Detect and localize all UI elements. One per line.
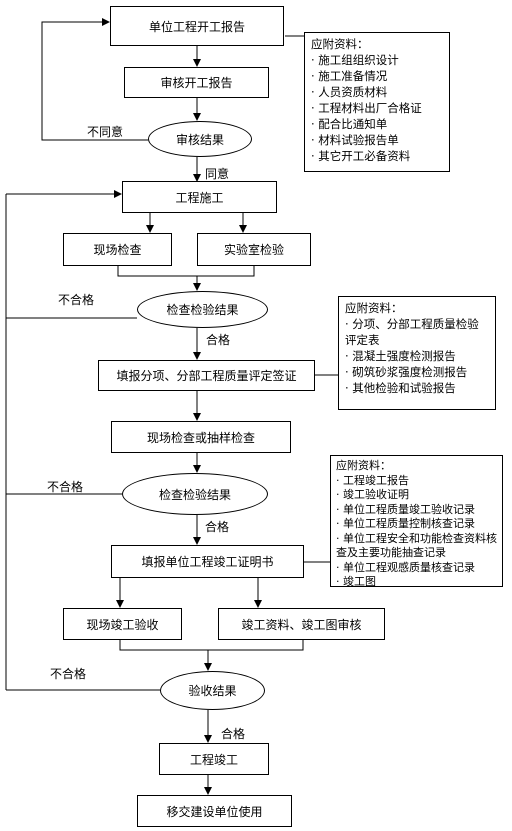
label-fail-3: 不合格	[50, 667, 87, 681]
box-site-inspection: 现场检查	[63, 233, 172, 266]
box-fill-certificate: 填报单位工程竣工证明书	[111, 545, 304, 578]
box-construction: 工程施工	[122, 181, 277, 213]
box-review-report: 审核开工报告	[124, 67, 269, 98]
note-item: · 工程竣工报告	[336, 473, 409, 487]
box-start-report: 单位工程开工报告	[110, 6, 284, 46]
note-attachments-3: 应附资料： · 工程竣工报告 · 竣工验收证明 · 单位工程质量竣工验收记录 ·…	[330, 455, 503, 588]
note-item: · 单位工程质量竣工验收记录	[336, 502, 475, 516]
note-item: · 其它开工必备资料	[311, 149, 411, 163]
decision-acceptance-result: 验收结果	[160, 671, 265, 710]
note-item: · 竣工验收证明	[336, 488, 409, 501]
box-lab-test: 实验室检验	[197, 233, 311, 266]
box-site-acceptance: 现场竣工验收	[63, 608, 182, 640]
note-item: · 材料试验报告单	[311, 133, 399, 147]
note-item: · 单位工程安全和功能检查资料核查及主要功能抽查记录	[336, 531, 497, 560]
note-item: · 单位工程质量控制核查记录	[336, 517, 475, 530]
note-attachments-2: 应附资料： · 分项、分部工程质量检验评定表 · 混凝土强度检测报告 · 砌筑砂…	[338, 296, 496, 410]
label-fail-1: 不合格	[58, 293, 95, 307]
note-item: · 混凝土强度检测报告	[345, 349, 456, 363]
note-item: · 单位工程观感质量核查记录	[336, 560, 475, 574]
note-title: 应附资料：	[336, 459, 391, 472]
note-item: · 砌筑砂浆强度检测报告	[345, 365, 468, 379]
label-fail-2: 不合格	[47, 480, 84, 494]
note-item: · 其他检验和试验报告	[345, 381, 456, 395]
decision-inspection-result-1: 检查检验结果	[137, 291, 268, 328]
decision-review-result: 审核结果	[148, 121, 252, 157]
decision-inspection-result-2: 检查检验结果	[122, 473, 268, 515]
note-item: · 施工组组织设计	[311, 53, 399, 67]
box-doc-review: 竣工资料、竣工图审核	[218, 608, 385, 640]
box-fill-evaluation: 填报分项、分部工程质量评定签证	[98, 360, 315, 391]
note-item: · 分项、分部工程质量检验评定表	[345, 317, 479, 347]
note-item: · 人员资质材料	[311, 85, 388, 99]
box-site-sampling: 现场检查或抽样检查	[111, 421, 291, 453]
note-item: · 施工准备情况	[311, 69, 388, 83]
label-pass-2: 合格	[205, 520, 230, 534]
loop-disagree	[41, 18, 148, 141]
box-completion: 工程竣工	[159, 743, 269, 775]
label-agree: 同意	[205, 167, 230, 181]
label-disagree: 不同意	[87, 125, 124, 139]
label-pass-1: 合格	[206, 333, 231, 347]
note-title: 应附资料：	[311, 37, 369, 51]
note-item: · 竣工图	[336, 575, 376, 588]
note-item: · 工程材料出厂合格证	[311, 101, 422, 115]
note-attachments-1: 应附资料： · 施工组组织设计 · 施工准备情况 · 人员资质材料 · 工程材料…	[304, 32, 450, 172]
note-title: 应附资料：	[345, 301, 403, 315]
box-handover: 移交建设单位使用	[137, 795, 292, 827]
note-item: · 配合比通知单	[311, 117, 388, 131]
label-pass-3: 合格	[221, 727, 246, 741]
